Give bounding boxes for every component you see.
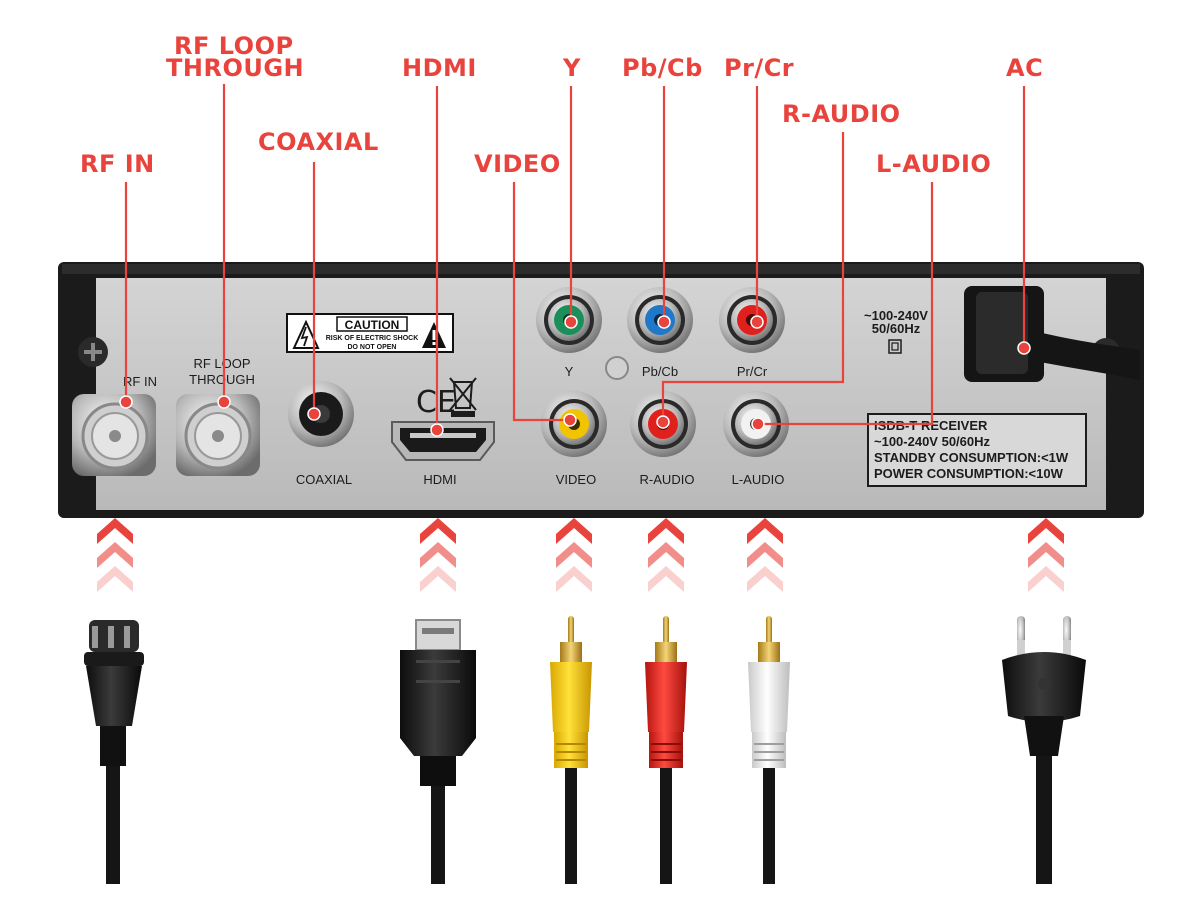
panel-label-hdmi: HDMI [423, 472, 456, 487]
double-insulation-icon [888, 339, 902, 354]
panel-label-rf-loop-line1: RF LOOP [193, 356, 250, 371]
exclamation-warning-icon [422, 322, 446, 348]
voltage-line2: 50/60Hz [872, 321, 921, 336]
lightning-warning-icon [292, 319, 320, 349]
double-chevron-up-icon [97, 518, 133, 592]
hdmi-port[interactable] [391, 421, 495, 461]
white-rca-plug [748, 616, 790, 884]
double-chevron-up-icon [420, 518, 456, 592]
callout-pb-cb: Pb/Cb [622, 54, 703, 82]
leader-l-audio [758, 182, 934, 426]
rf-in-port[interactable] [72, 394, 156, 476]
double-chevron-up-icon [556, 518, 592, 592]
receiver-back-panel: RF IN RF LOOP THROUGH COAXIAL HDMI VIDEO… [58, 262, 1144, 518]
panel-label-coaxial: COAXIAL [296, 472, 352, 487]
panel-label-y: Y [565, 364, 574, 379]
double-chevron-up-icon [648, 518, 684, 592]
red-rca-plug [645, 616, 687, 884]
spec-line2: ~100-240V 50/60Hz [874, 434, 991, 449]
callout-pr-cr: Pr/Cr [724, 54, 795, 82]
leader-dots [119, 315, 1031, 437]
panel-screw [605, 356, 629, 380]
callout-video: VIDEO [474, 150, 561, 178]
panel-label-pb-cb: Pb/Cb [642, 364, 678, 379]
rf-coax-plug [84, 620, 144, 884]
rf-loop-through-port[interactable] [176, 394, 260, 476]
callout-rf-loop-line2: THROUGH [166, 54, 305, 82]
callout-l-audio: L-AUDIO [876, 150, 992, 178]
hdmi-plug [400, 619, 476, 884]
panel-label-rf-loop-line2: THROUGH [189, 372, 255, 387]
callout-r-audio: R-AUDIO [782, 100, 901, 128]
panel-label-r-audio: R-AUDIO [640, 472, 695, 487]
double-chevron-up-icon [1028, 518, 1064, 592]
voltage-line1: ~100-240V [864, 308, 928, 323]
panel-label-video: VIDEO [556, 472, 596, 487]
panel-label-pr-cr: Pr/Cr [737, 364, 768, 379]
double-chevron-up-icon [747, 518, 783, 592]
weee-bin-icon [449, 377, 477, 417]
panel-label-l-audio: L-AUDIO [732, 472, 785, 487]
spec-line3: STANDBY CONSUMPTION:<1W [874, 450, 1069, 465]
caution-label: CAUTION RISK OF ELECTRIC SHOCK DO NOT OP… [286, 313, 454, 353]
callout-rf-in: RF IN [80, 150, 155, 178]
spec-line1: ISDB-T RECEIVER [874, 418, 988, 433]
yellow-rca-plug [550, 616, 592, 884]
callout-hdmi: HDMI [402, 54, 477, 82]
caution-line1: RISK OF ELECTRIC SHOCK [326, 335, 419, 342]
panel-label-rf-in: RF IN [123, 374, 157, 389]
leader-r-audio [661, 132, 845, 420]
spec-plate: ISDB-T RECEIVER ~100-240V 50/60Hz STANDB… [867, 413, 1087, 487]
leader-lines [124, 84, 1026, 430]
callout-rf-loop-line1: RF LOOP [174, 32, 294, 60]
caution-title: CAUTION [345, 318, 400, 332]
caution-line2: DO NOT OPEN [347, 344, 396, 351]
euro-power-plug [1002, 616, 1086, 884]
coaxial-port[interactable] [288, 381, 354, 447]
callout-y: Y [563, 54, 581, 82]
insert-arrows [97, 518, 1064, 592]
callout-coaxial: COAXIAL [258, 128, 379, 156]
spec-line4: POWER CONSUMPTION:<10W [874, 466, 1064, 481]
callout-ac: AC [1006, 54, 1044, 82]
leader-video [512, 182, 570, 422]
